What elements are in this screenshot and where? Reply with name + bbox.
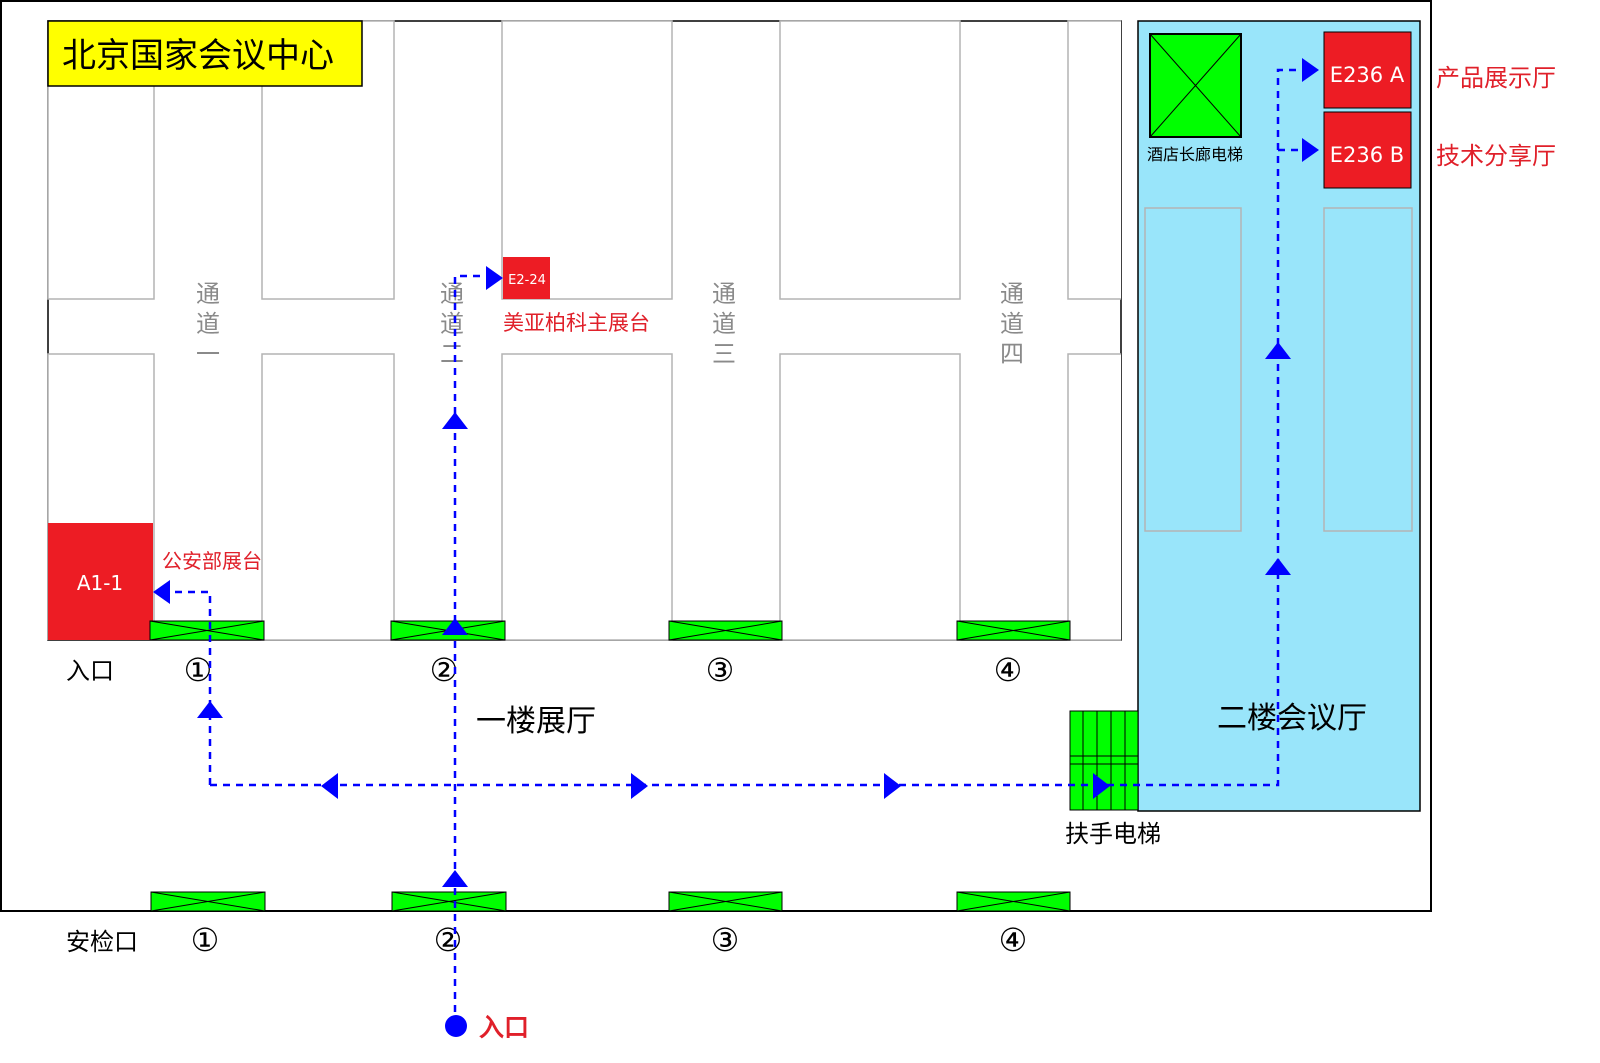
gate-marker (668, 620, 783, 641)
booth-e2-24[interactable] (503, 257, 550, 299)
venue-title-box (47, 20, 363, 87)
booth-a1-1-code: A1-1 (77, 571, 123, 595)
hall2-room-right (1323, 207, 1413, 532)
aisle-2-char-3: 二 (440, 340, 464, 368)
security-gate-3: ③ (711, 921, 740, 959)
security-gate-2: ② (434, 921, 463, 959)
escalator-label: 扶手电梯 (1065, 820, 1161, 848)
hall1-gate-2: ② (430, 651, 459, 689)
aisle-3-char-3: 三 (712, 340, 736, 368)
security-label: 安检口 (66, 928, 138, 956)
hall2-name: 二楼会议厅 (1217, 701, 1367, 736)
aisle-1-char-3: 一 (196, 340, 220, 368)
hall1-gates (149, 620, 1071, 641)
hall2-room-left (1144, 207, 1242, 532)
arrow-up-icon (442, 618, 468, 635)
aisle-label-3: 通 道 三 (712, 280, 736, 368)
booth-a1-1[interactable] (48, 523, 153, 640)
booth-a1-1-name: 公安部展台 (162, 549, 262, 573)
gate-marker (956, 891, 1071, 912)
aisle-1-char-2: 道 (196, 310, 220, 338)
hall1-name: 一楼展厅 (476, 704, 596, 739)
hall1-entrance-label: 入口 (66, 657, 114, 685)
gate-marker (150, 891, 266, 912)
gate-marker (391, 891, 507, 912)
booth-e236-a-code: E236 A (1330, 63, 1405, 87)
aisle-4-char-1: 通 (1000, 280, 1024, 308)
arrow-up-icon (197, 701, 223, 718)
escalator-icon (1069, 710, 1139, 811)
arrow-up-icon (442, 412, 468, 429)
arrow-right-icon (1302, 58, 1319, 82)
gate-marker (956, 620, 1071, 641)
route-arrows (153, 58, 1319, 887)
booth-e236-a-name: 产品展示厅 (1436, 64, 1556, 92)
arrow-up-icon (1265, 342, 1291, 359)
arrow-up-icon (442, 870, 468, 887)
main-entrance-label: 入口 (479, 1013, 529, 1042)
arrow-left-icon (321, 773, 338, 799)
aisle-label-2: 通 道 二 (440, 280, 464, 368)
arrow-up-icon (1265, 558, 1291, 575)
main-entrance-dot (445, 1015, 467, 1037)
booth-e236-b-code: E236 B (1330, 143, 1404, 167)
security-gate-1: ① (191, 921, 220, 959)
hall1-gate-4: ④ (994, 651, 1023, 689)
hall1-gate-1: ① (184, 651, 213, 689)
aisle-3-char-1: 通 (712, 280, 736, 308)
gate-marker (668, 891, 783, 912)
aisle-1-char-1: 通 (196, 280, 220, 308)
arrow-right-icon (631, 773, 648, 799)
arrow-right-icon (1093, 773, 1110, 799)
aisle-2-char-2: 道 (440, 310, 464, 338)
arrow-right-icon (486, 266, 503, 290)
security-gates (150, 891, 1071, 912)
booth-e236-b[interactable] (1323, 111, 1412, 189)
aisle-4-char-2: 道 (1000, 310, 1024, 338)
booth-e2-24-code: E2-24 (508, 273, 546, 288)
hall1-gate-3: ③ (706, 651, 735, 689)
booth-e236-a[interactable] (1323, 31, 1412, 109)
gate-marker (149, 620, 265, 641)
aisle-label-1: 通 道 一 (196, 280, 220, 368)
arrow-left-icon (153, 580, 170, 604)
arrow-right-icon (1302, 138, 1319, 162)
aisle-2-char-1: 通 (440, 280, 464, 308)
hotel-elevator-label: 酒店长廊电梯 (1147, 145, 1243, 164)
security-gate-4: ④ (999, 921, 1028, 959)
hotel-elevator-icon (1149, 33, 1242, 138)
aisle-label-4: 通 道 四 (1000, 280, 1024, 368)
arrow-right-icon (884, 773, 901, 799)
aisle-3-char-2: 道 (712, 310, 736, 338)
booth-e2-24-name: 美亚柏科主展台 (503, 311, 650, 335)
booth-e236-b-name: 技术分享厅 (1436, 142, 1556, 170)
aisle-4-char-3: 四 (1000, 340, 1024, 368)
venue-title: 北京国家会议中心 (62, 36, 334, 76)
